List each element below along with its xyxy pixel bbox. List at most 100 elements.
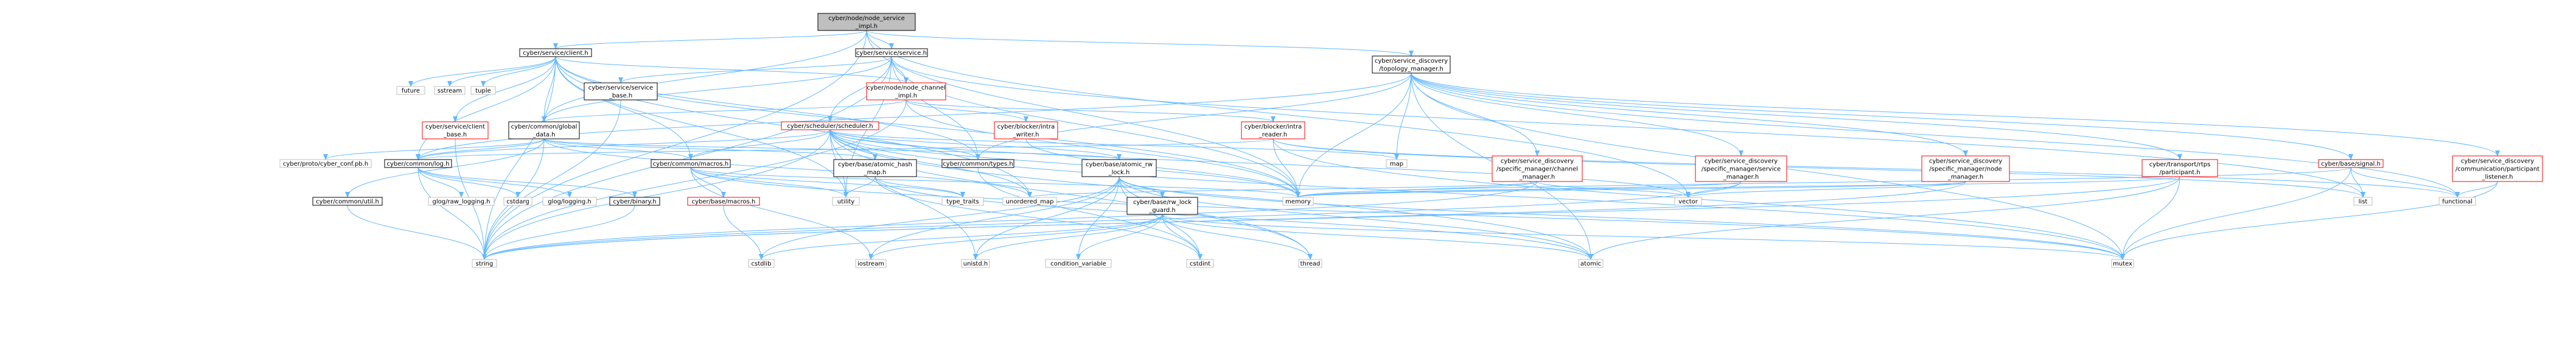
edge-topology-to-signal xyxy=(1411,72,2353,160)
edge-macros-to-base-macros xyxy=(690,167,726,198)
node-label: cstdint xyxy=(1190,261,1210,267)
edge-atomic-rw-to-thread xyxy=(1119,176,1313,260)
node-label: /specific_manager/service xyxy=(1702,166,1781,173)
node-label: cyber/base/rw_lock xyxy=(1133,199,1192,206)
node-box xyxy=(1372,55,1451,74)
node-label: type_traits xyxy=(946,199,979,205)
node-service[interactable]: cyber/service/service.h xyxy=(855,48,928,57)
node-label: _data.h xyxy=(532,132,555,138)
edge-signal-to-list xyxy=(2350,167,2365,198)
edge-macros-to-iostream xyxy=(690,167,873,260)
node-box xyxy=(472,259,497,268)
node-label: cyber/base/macros.h xyxy=(692,199,756,205)
node-box xyxy=(748,259,775,268)
node-service-base[interactable]: cyber/service/service _base.h xyxy=(584,82,658,100)
node-box xyxy=(396,86,425,95)
node-participant[interactable]: cyber/transport/rtps/participant.h xyxy=(2141,159,2218,177)
node-label: cyber/service/client.h xyxy=(523,50,588,57)
node-label: cyber/base/atomic_rw xyxy=(1086,161,1153,168)
node-box xyxy=(519,48,592,57)
edge-participant-to-string xyxy=(482,176,2180,260)
node-ch-manager[interactable]: cyber/service_discovery/specific_manager… xyxy=(1492,155,1583,182)
edge-topology-to-functional xyxy=(1411,72,2460,198)
node-label: _map.h xyxy=(864,169,887,176)
node-box xyxy=(832,197,860,206)
edge-signal-to-mutex xyxy=(2120,167,2351,260)
edge-atomic-hash-to-type-traits xyxy=(874,176,965,198)
edge-global-data-to-util xyxy=(345,138,545,198)
node-box xyxy=(1674,197,1702,206)
node-map: map xyxy=(1386,159,1408,168)
node-intra-writer[interactable]: cyber/blocker/intra_writer.h xyxy=(994,121,1058,139)
edge-topology-to-participant xyxy=(1411,72,2182,160)
node-node-channel[interactable]: cyber/node/node_channel_impl.h xyxy=(866,82,946,100)
node-label: mutex xyxy=(2113,261,2132,267)
node-list: list xyxy=(2353,197,2373,206)
node-svc-manager[interactable]: cyber/service_discovery/specific_manager… xyxy=(1695,155,1787,182)
edge-topology-to-node-manager xyxy=(1411,72,1968,157)
node-scheduler[interactable]: cyber/scheduler/scheduler.h xyxy=(781,121,879,130)
edge-log-to-cstdarg xyxy=(417,167,520,198)
edge-topology-to-part-listener xyxy=(1411,72,2500,157)
node-rw-lock-guard[interactable]: cyber/base/rw_lock_guard.h xyxy=(1126,197,1198,215)
node-global-data[interactable]: cyber/common/global_data.h xyxy=(508,121,580,139)
node-part-listener[interactable]: cyber/service_discovery/communication/pa… xyxy=(2452,155,2543,182)
node-label: _manager.h xyxy=(1947,174,1984,181)
node-box xyxy=(961,259,990,268)
edge-intra-reader-to-list xyxy=(1272,138,2365,198)
node-box xyxy=(833,159,917,177)
edge-scheduler-to-macros xyxy=(688,129,831,160)
edge-scheduler-to-log xyxy=(416,129,831,160)
edge-service-to-scheduler xyxy=(828,56,892,122)
node-label: _impl.h xyxy=(895,93,917,99)
node-intra-reader[interactable]: cyber/blocker/intra_reader.h xyxy=(1241,121,1305,139)
node-label: _listener.h xyxy=(2481,174,2513,181)
node-signal[interactable]: cyber/base/signal.h xyxy=(2318,159,2384,168)
node-label: cyber/service_discovery xyxy=(2461,158,2534,165)
node-box xyxy=(1045,259,1112,268)
edge-service-base-to-string xyxy=(482,99,621,260)
edge-topology-to-map xyxy=(1394,72,1412,160)
node-util[interactable]: cyber/common/util.h xyxy=(312,197,383,206)
edge-signal-to-memory xyxy=(1296,167,2351,198)
node-atomic-rw[interactable]: cyber/base/atomic_rw_lock.h xyxy=(1081,159,1157,177)
node-box xyxy=(855,48,928,57)
node-client[interactable]: cyber/service/client.h xyxy=(519,48,592,57)
node-macros[interactable]: cyber/common/macros.h xyxy=(651,159,731,168)
node-binary[interactable]: cyber/binary.h xyxy=(609,197,660,206)
edge-intra-reader-to-memory xyxy=(1272,138,1300,198)
node-atomic-hash[interactable]: cyber/base/atomic_hash_map.h xyxy=(833,159,917,177)
node-topology[interactable]: cyber/service_discovery/topology_manager… xyxy=(1372,55,1451,74)
node-box xyxy=(434,86,466,95)
node-label: cyber/node/node_service xyxy=(828,15,905,22)
node-base-macros[interactable]: cyber/base/macros.h xyxy=(687,197,760,206)
node-types[interactable]: cyber/common/types.h xyxy=(941,159,1014,168)
node-label: cyber/blocker/intra xyxy=(1244,124,1302,130)
edge-rw-lock-guard-to-thread xyxy=(1162,214,1313,260)
node-label: _base.h xyxy=(609,93,632,99)
edge-scheduler-to-thread xyxy=(829,129,1313,260)
node-log[interactable]: cyber/common/log.h xyxy=(384,159,452,168)
edge-scheduler-to-unistd xyxy=(829,129,978,260)
node-thread: thread xyxy=(1298,259,1322,268)
edge-atomic-rw-to-atomic xyxy=(1119,176,1593,260)
node-label: cyber/service/service xyxy=(588,85,653,91)
edge-participant-to-memory xyxy=(1296,176,2180,198)
node-label: _impl.h xyxy=(855,23,878,30)
node-box xyxy=(2353,197,2373,206)
node-root[interactable]: cyber/node/node_service_impl.h xyxy=(817,13,916,31)
edge-client-to-client-base xyxy=(453,56,556,122)
node-box xyxy=(609,197,660,206)
node-box xyxy=(422,121,489,139)
edge-root-to-topology xyxy=(866,30,1414,57)
node-label: iostream xyxy=(857,261,884,267)
edge-client-to-future xyxy=(408,56,556,87)
node-label: thread xyxy=(1300,261,1321,267)
node-node-manager[interactable]: cyber/service_discovery/specific_manager… xyxy=(1921,155,2010,182)
node-client-base[interactable]: cyber/service/client_base.h xyxy=(422,121,489,139)
edge-signal-to-functional xyxy=(2350,167,2460,198)
node-box xyxy=(279,159,372,168)
node-cstdint: cstdint xyxy=(1186,259,1214,268)
edge-scheduler-to-unordered-map xyxy=(829,129,1032,198)
edge-topology-to-memory xyxy=(1296,72,1412,198)
